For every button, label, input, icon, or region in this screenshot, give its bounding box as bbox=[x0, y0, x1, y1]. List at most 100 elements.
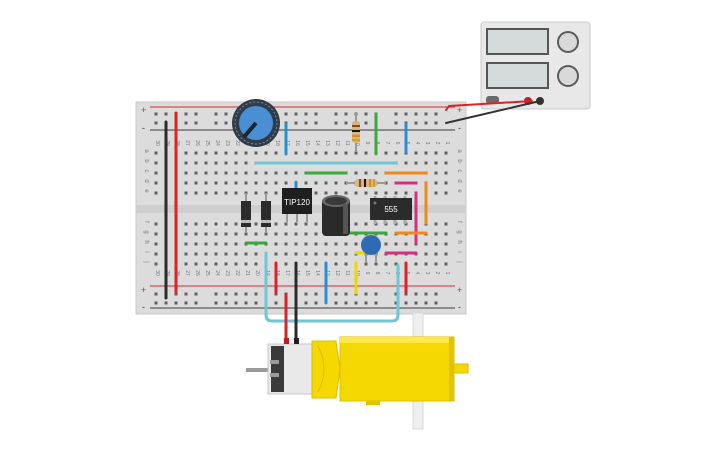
breadboard-hole[interactable] bbox=[444, 181, 448, 185]
breadboard-hole[interactable] bbox=[284, 222, 288, 226]
breadboard-hole[interactable] bbox=[234, 232, 238, 236]
breadboard-hole[interactable] bbox=[434, 121, 438, 125]
breadboard-hole[interactable] bbox=[194, 171, 198, 175]
breadboard-hole[interactable] bbox=[374, 301, 378, 305]
breadboard-hole[interactable] bbox=[434, 191, 438, 195]
breadboard-hole[interactable] bbox=[184, 151, 188, 155]
breadboard-hole[interactable] bbox=[384, 151, 388, 155]
breadboard-hole[interactable] bbox=[284, 242, 288, 246]
breadboard-hole[interactable] bbox=[154, 181, 158, 185]
resistor-vertical[interactable] bbox=[352, 112, 360, 152]
breadboard-hole[interactable] bbox=[264, 171, 268, 175]
breadboard-hole[interactable] bbox=[274, 222, 278, 226]
breadboard-hole[interactable] bbox=[154, 191, 158, 195]
breadboard-hole[interactable] bbox=[384, 262, 388, 266]
breadboard-hole[interactable] bbox=[234, 222, 238, 226]
breadboard-hole[interactable] bbox=[154, 161, 158, 165]
breadboard-hole[interactable] bbox=[164, 112, 168, 116]
breadboard-hole[interactable] bbox=[204, 222, 208, 226]
breadboard-hole[interactable] bbox=[214, 112, 218, 116]
breadboard-hole[interactable] bbox=[234, 262, 238, 266]
breadboard-hole[interactable] bbox=[444, 171, 448, 175]
breadboard-hole[interactable] bbox=[434, 171, 438, 175]
breadboard-hole[interactable] bbox=[154, 112, 158, 116]
breadboard-hole[interactable] bbox=[234, 252, 238, 256]
breadboard-hole[interactable] bbox=[414, 121, 418, 125]
breadboard-hole[interactable] bbox=[224, 262, 228, 266]
breadboard-hole[interactable] bbox=[354, 151, 358, 155]
breadboard-hole[interactable] bbox=[154, 292, 158, 296]
breadboard-hole[interactable] bbox=[364, 151, 368, 155]
breadboard-hole[interactable] bbox=[364, 191, 368, 195]
breadboard-hole[interactable] bbox=[344, 151, 348, 155]
breadboard-hole[interactable] bbox=[214, 222, 218, 226]
breadboard-hole[interactable] bbox=[274, 242, 278, 246]
breadboard-hole[interactable] bbox=[314, 301, 318, 305]
breadboard-hole[interactable] bbox=[314, 232, 318, 236]
breadboard-hole[interactable] bbox=[314, 112, 318, 116]
breadboard-hole[interactable] bbox=[184, 121, 188, 125]
breadboard-hole[interactable] bbox=[424, 252, 428, 256]
breadboard-hole[interactable] bbox=[224, 121, 228, 125]
wires[interactable] bbox=[164, 100, 541, 340]
breadboard-hole[interactable] bbox=[344, 121, 348, 125]
breadboard-hole[interactable] bbox=[424, 161, 428, 165]
breadboard-hole[interactable] bbox=[154, 232, 158, 236]
breadboard-hole[interactable] bbox=[204, 252, 208, 256]
breadboard-hole[interactable] bbox=[264, 232, 268, 236]
breadboard-hole[interactable] bbox=[214, 121, 218, 125]
breadboard-hole[interactable] bbox=[184, 262, 188, 266]
breadboard-hole[interactable] bbox=[354, 242, 358, 246]
breadboard-hole[interactable] bbox=[344, 301, 348, 305]
electrolytic-capacitor[interactable] bbox=[322, 195, 350, 236]
breadboard-hole[interactable] bbox=[324, 242, 328, 246]
breadboard-hole[interactable] bbox=[414, 161, 418, 165]
breadboard-hole[interactable] bbox=[444, 191, 448, 195]
breadboard-hole[interactable] bbox=[444, 222, 448, 226]
breadboard-hole[interactable] bbox=[414, 112, 418, 116]
breadboard-hole[interactable] bbox=[234, 301, 238, 305]
breadboard-hole[interactable] bbox=[214, 292, 218, 296]
breadboard-hole[interactable] bbox=[424, 301, 428, 305]
breadboard-hole[interactable] bbox=[254, 262, 258, 266]
breadboard-hole[interactable] bbox=[224, 112, 228, 116]
breadboard-hole[interactable] bbox=[244, 262, 248, 266]
breadboard-hole[interactable] bbox=[304, 242, 308, 246]
breadboard-hole[interactable] bbox=[414, 292, 418, 296]
breadboard-hole[interactable] bbox=[254, 301, 258, 305]
breadboard-hole[interactable] bbox=[334, 301, 338, 305]
breadboard-hole[interactable] bbox=[314, 151, 318, 155]
breadboard-hole[interactable] bbox=[304, 301, 308, 305]
breadboard-hole[interactable] bbox=[434, 181, 438, 185]
breadboard-hole[interactable] bbox=[214, 181, 218, 185]
breadboard-hole[interactable] bbox=[234, 151, 238, 155]
breadboard-hole[interactable] bbox=[244, 232, 248, 236]
breadboard-hole[interactable] bbox=[184, 112, 188, 116]
breadboard-hole[interactable] bbox=[234, 292, 238, 296]
breadboard-hole[interactable] bbox=[274, 181, 278, 185]
breadboard-hole[interactable] bbox=[354, 222, 358, 226]
breadboard-hole[interactable] bbox=[444, 161, 448, 165]
breadboard-hole[interactable] bbox=[324, 181, 328, 185]
breadboard-hole[interactable] bbox=[154, 171, 158, 175]
breadboard-hole[interactable] bbox=[264, 151, 268, 155]
breadboard-hole[interactable] bbox=[434, 301, 438, 305]
breadboard-hole[interactable] bbox=[224, 301, 228, 305]
breadboard-hole[interactable] bbox=[154, 262, 158, 266]
breadboard-hole[interactable] bbox=[404, 161, 408, 165]
breadboard-hole[interactable] bbox=[274, 301, 278, 305]
breadboard-hole[interactable] bbox=[294, 151, 298, 155]
breadboard-hole[interactable] bbox=[394, 242, 398, 246]
breadboard-hole[interactable] bbox=[244, 292, 248, 296]
breadboard-hole[interactable] bbox=[234, 191, 238, 195]
breadboard-hole[interactable] bbox=[154, 222, 158, 226]
breadboard-hole[interactable] bbox=[404, 301, 408, 305]
breadboard-hole[interactable] bbox=[184, 232, 188, 236]
breadboard-hole[interactable] bbox=[184, 181, 188, 185]
breadboard-hole[interactable] bbox=[164, 301, 168, 305]
breadboard-hole[interactable] bbox=[224, 242, 228, 246]
breadboard-hole[interactable] bbox=[414, 301, 418, 305]
breadboard-hole[interactable] bbox=[224, 171, 228, 175]
breadboard-hole[interactable] bbox=[394, 121, 398, 125]
breadboard-hole[interactable] bbox=[384, 191, 388, 195]
